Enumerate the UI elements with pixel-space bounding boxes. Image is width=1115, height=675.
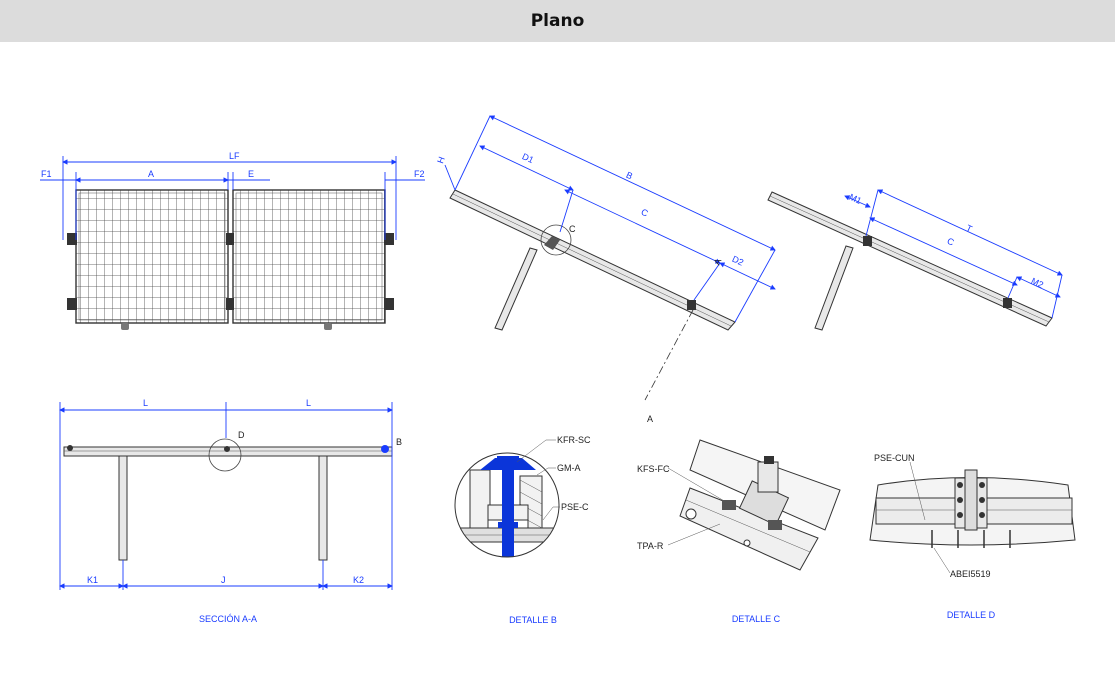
header-bar: Plano: [0, 0, 1115, 42]
dim-c: C: [639, 207, 650, 219]
dim-d2: D2: [730, 254, 745, 268]
dim-e: E: [248, 169, 254, 179]
label-abei5519: ABEI5519: [950, 569, 991, 579]
caption-detalle-d: DETALLE D: [947, 610, 996, 620]
dim-t: T: [964, 223, 974, 235]
side-view-2: M1 T C M2: [767, 189, 1063, 331]
front-dimensions: [40, 156, 425, 240]
caption-seccion-aa: SECCIÓN A-A: [199, 614, 257, 624]
detail-c: KFS-FC TPA-R DETALLE C: [637, 439, 841, 624]
label-pse-cun: PSE-CUN: [874, 453, 915, 463]
dim-m2: M2: [1029, 276, 1045, 290]
label-kfr-sc: KFR-SC: [557, 435, 591, 445]
technical-drawing: LF F1 A E F2 H D1 B C D2 C A A: [40, 115, 1076, 625]
dim-lf: LF: [229, 151, 240, 161]
caption-detalle-b: DETALLE B: [509, 615, 557, 625]
section-view: L L K1 J K2 D B SECCIÓN A-A: [59, 398, 402, 624]
dim-k1: K1: [87, 575, 98, 585]
solar-panel-left: [75, 189, 229, 324]
dim-f1: F1: [41, 169, 52, 179]
panel-clamps: [67, 233, 394, 330]
dim-l-left: L: [143, 398, 148, 408]
detail-d: PSE-CUN ABEI5519 DETALLE D: [869, 453, 1076, 620]
dim-m1: M1: [847, 192, 863, 206]
callout-c: C: [569, 224, 576, 234]
page-title: Plano: [530, 11, 585, 31]
caption-detalle-c: DETALLE C: [732, 614, 781, 624]
side-view: H D1 B C D2 C A A: [435, 115, 776, 424]
dim-a: A: [148, 169, 154, 179]
solar-panel-right: [232, 189, 386, 324]
dim-j: J: [221, 575, 226, 585]
front-view: LF F1 A E F2: [40, 151, 425, 330]
dim-d1: D1: [521, 151, 536, 165]
detail-b: KFR-SC GM-A PSE-C DETALLE B: [454, 435, 591, 625]
label-pse-c: PSE-C: [561, 502, 589, 512]
dim-b: B: [624, 170, 634, 182]
dim-l-right: L: [306, 398, 311, 408]
label-kfs-fc: KFS-FC: [637, 464, 670, 474]
section-mark-top: A: [712, 257, 724, 267]
callout-b: B: [396, 437, 402, 447]
dim-f2: F2: [414, 169, 425, 179]
section-mark-bottom: A: [647, 414, 653, 424]
dim-h: H: [435, 155, 447, 165]
dim-c2: C: [945, 236, 956, 248]
dim-k2: K2: [353, 575, 364, 585]
label-gm-a: GM-A: [557, 463, 581, 473]
label-tpa-r: TPA-R: [637, 541, 664, 551]
callout-d: D: [238, 430, 245, 440]
